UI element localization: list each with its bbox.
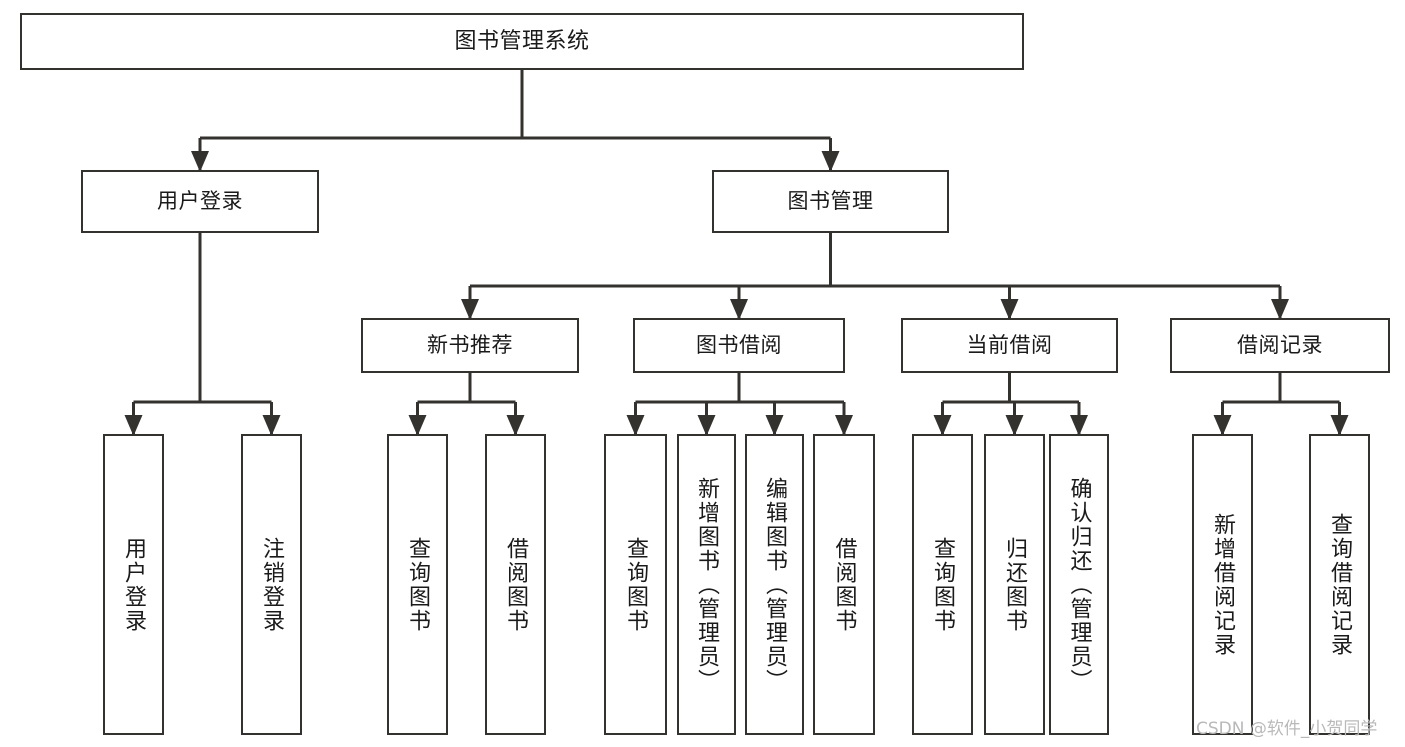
node-leaf-user-login[interactable]: 用户登录: [103, 434, 164, 735]
node-label: 借阅记录: [1237, 333, 1323, 358]
node-label: 图书借阅: [696, 333, 782, 358]
csdn-watermark: CSDN @软件_小贺同学: [1196, 719, 1378, 739]
node-label: 注销登录: [259, 536, 285, 633]
node-root[interactable]: 图书管理系统: [20, 13, 1024, 70]
arrowhead-icon: [1000, 299, 1019, 320]
node-label: 当前借阅: [966, 333, 1053, 358]
node-leaf-add-record[interactable]: 新增借阅记录: [1192, 434, 1253, 735]
arrowhead-icon: [461, 299, 479, 320]
node-label: 确认归还（管理员）: [1066, 476, 1092, 693]
arrowhead-icon: [191, 151, 209, 172]
node-book-borrow[interactable]: 图书借阅: [633, 318, 845, 373]
arrowhead-icon: [124, 415, 143, 436]
node-leaf-borrow-book-1[interactable]: 借阅图书: [485, 434, 546, 735]
arrowhead-icon: [1213, 415, 1232, 436]
node-leaf-logout[interactable]: 注销登录: [241, 434, 302, 735]
arrowhead-icon: [408, 415, 427, 436]
node-label: 图书管理: [787, 189, 874, 214]
arrowhead-icon: [765, 415, 784, 436]
node-label: 查询图书: [405, 536, 431, 633]
arrowhead-icon: [262, 415, 281, 436]
node-label: 新增借阅记录: [1210, 512, 1236, 657]
node-label: 借阅图书: [831, 536, 857, 633]
arrowhead-icon: [933, 415, 952, 436]
node-leaf-confirm-return[interactable]: 确认归还（管理员）: [1049, 434, 1109, 735]
node-label: 新书推荐: [427, 333, 513, 358]
node-new-book-recommend[interactable]: 新书推荐: [361, 318, 579, 373]
node-leaf-add-book[interactable]: 新增图书（管理员）: [677, 434, 736, 735]
node-leaf-query-book-1[interactable]: 查询图书: [387, 434, 448, 735]
arrowhead-icon: [697, 415, 716, 436]
node-label: 查询图书: [623, 536, 649, 633]
node-leaf-query-book-3[interactable]: 查询图书: [912, 434, 973, 735]
arrowhead-icon: [730, 299, 748, 320]
arrowhead-icon: [1070, 415, 1088, 436]
node-user-login[interactable]: 用户登录: [81, 170, 319, 233]
arrowhead-icon: [1330, 415, 1349, 436]
node-leaf-return-book[interactable]: 归还图书: [984, 434, 1045, 735]
node-label: 查询借阅记录: [1327, 512, 1353, 657]
node-label: 查询图书: [930, 536, 956, 633]
arrowhead-icon: [1005, 415, 1024, 436]
node-label: 归还图书: [1002, 536, 1028, 633]
arrowhead-icon: [626, 415, 645, 436]
node-book-management[interactable]: 图书管理: [712, 170, 949, 233]
arrowhead-icon: [506, 415, 525, 436]
node-leaf-borrow-book-2[interactable]: 借阅图书: [813, 434, 875, 735]
node-leaf-edit-book[interactable]: 编辑图书（管理员）: [745, 434, 804, 735]
arrowhead-icon: [835, 415, 853, 436]
node-current-borrow[interactable]: 当前借阅: [901, 318, 1118, 373]
node-label: 用户登录: [121, 536, 147, 633]
node-label: 新增图书（管理员）: [694, 476, 720, 693]
node-label: 图书管理系统: [454, 28, 590, 54]
node-label: 借阅图书: [503, 536, 529, 633]
arrowhead-icon: [1271, 299, 1289, 320]
node-leaf-query-book-2[interactable]: 查询图书: [604, 434, 667, 735]
node-borrow-record[interactable]: 借阅记录: [1170, 318, 1390, 373]
arrowhead-icon: [821, 151, 840, 172]
node-leaf-query-record[interactable]: 查询借阅记录: [1309, 434, 1370, 735]
node-label: 用户登录: [157, 189, 243, 214]
node-label: 编辑图书（管理员）: [762, 476, 788, 693]
